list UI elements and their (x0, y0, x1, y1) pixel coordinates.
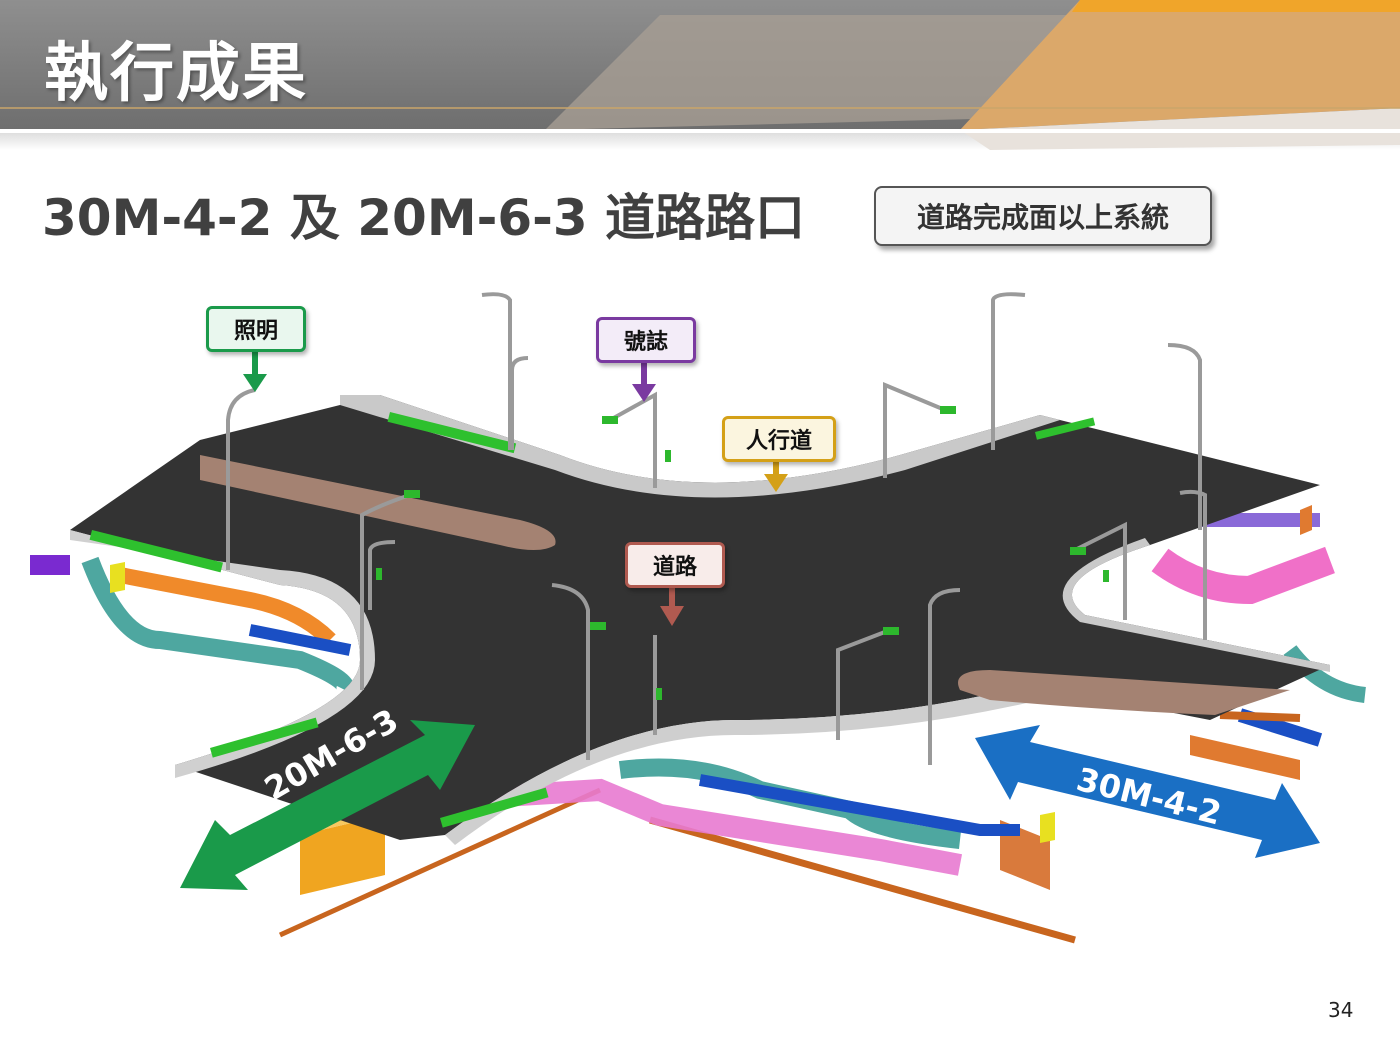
header-banner (0, 0, 1400, 150)
road-20m-arrow (180, 720, 475, 890)
road-callout: 道路 (625, 542, 725, 588)
traffic-signal-heads (376, 406, 1109, 700)
signal-callout: 號誌 (596, 317, 696, 363)
slide-title: 執行成果 (44, 37, 308, 111)
intersection-illustration (30, 292, 1367, 944)
page-number: 34 (1328, 998, 1354, 1022)
sidewalk-callout: 人行道 (722, 416, 836, 462)
street-light-poles (226, 292, 1207, 765)
slide-subtitle: 30M-4-2 及 20M-6-3 道路路口 (42, 189, 806, 247)
lighting-callout: 照明 (206, 306, 306, 352)
road-30m-arrow (975, 725, 1320, 858)
system-scope-box: 道路完成面以上系統 (874, 186, 1212, 246)
